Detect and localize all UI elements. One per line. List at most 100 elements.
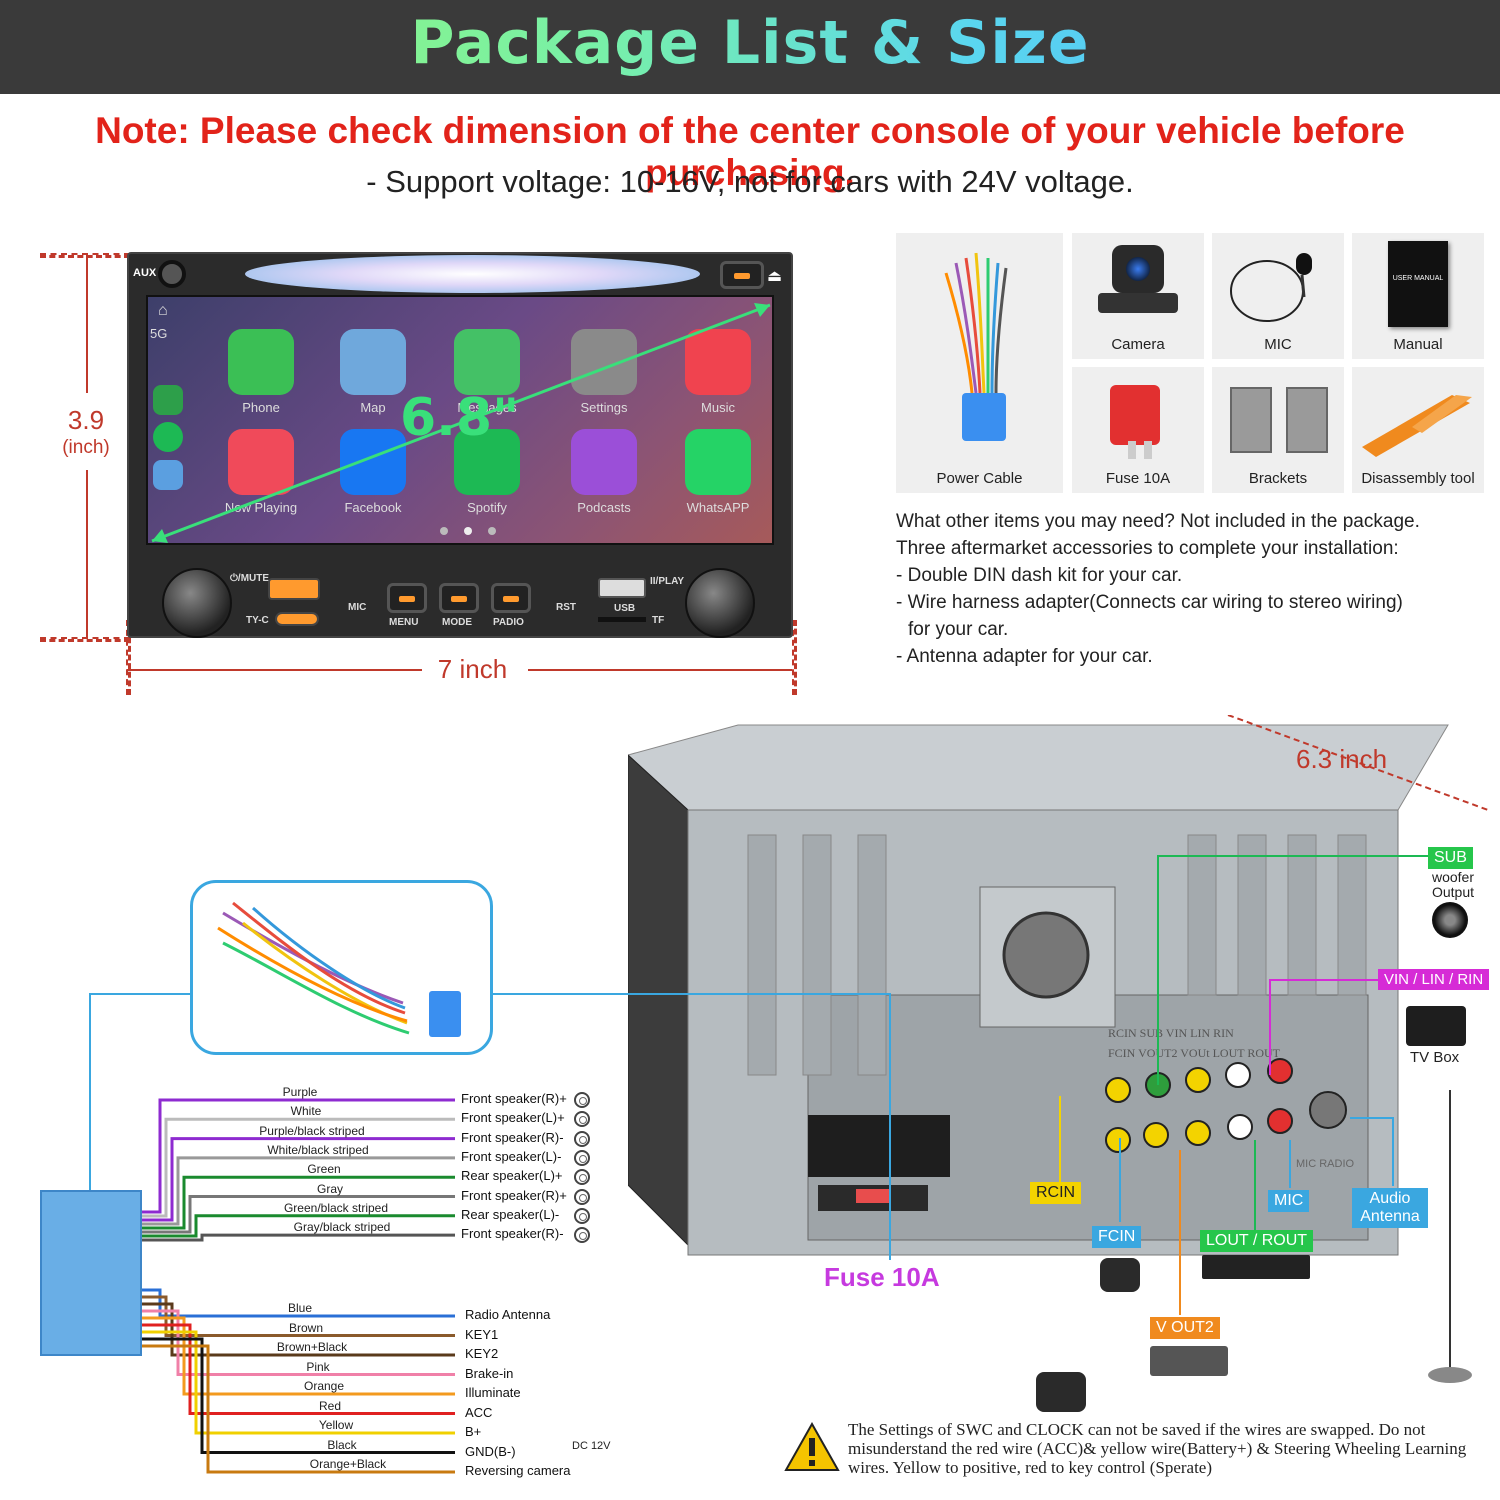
package-label: Brackets (1248, 470, 1308, 487)
maps-dock-icon (153, 460, 183, 490)
aux-port[interactable] (158, 260, 186, 288)
wire-line (142, 1330, 455, 1435)
usb-port-front[interactable] (268, 578, 320, 600)
app-label: Spotify (467, 500, 507, 515)
map-app-icon[interactable] (340, 329, 406, 395)
app-label: Facebook (344, 500, 402, 515)
package-label: MIC (1264, 336, 1292, 353)
mic-hole-label: MIC (348, 602, 367, 613)
wire-line (142, 1295, 455, 1337)
power-cable-icon (944, 252, 1008, 441)
manual-cover-title: USER MANUAL (1392, 275, 1444, 282)
now-playing-app-icon[interactable] (228, 429, 294, 495)
wire-line (142, 1214, 455, 1238)
sub-description: woofer Output (1431, 869, 1475, 900)
fuse-icon (1110, 385, 1160, 445)
manual-icon: USER MANUAL (1388, 241, 1448, 327)
wire-function-label: ACC (465, 1404, 493, 1420)
app-label: Messages (457, 400, 517, 415)
podcasts-app-icon[interactable] (571, 429, 637, 495)
app-label: Map (360, 400, 386, 415)
port-text-bottom: FCIN VOUT2 VOUt LOUT ROUT (1108, 1046, 1281, 1060)
app-label: Music (701, 400, 735, 415)
dim-width-line-right (528, 669, 792, 671)
spotify-app-icon[interactable] (454, 429, 520, 495)
eject-icon: ⏏ (767, 268, 783, 285)
dim-line-right (792, 620, 797, 695)
rear-chassis (628, 715, 1489, 1256)
vin-callout: VIN / LIN / RIN (1378, 969, 1490, 990)
warning-icon (784, 1422, 840, 1471)
messages-app-icon[interactable] (454, 329, 520, 395)
wire-line (142, 1233, 455, 1242)
usb-port[interactable] (598, 578, 646, 598)
tune-knob[interactable] (685, 568, 755, 638)
mute-label: ⏻/MUTE (230, 573, 270, 584)
wire-line (142, 1098, 455, 1214)
type-c-label: TY-C (246, 615, 269, 626)
app-label: Podcasts (577, 500, 631, 515)
menu-label: MENU (389, 617, 419, 628)
speaker-terminal-icon (574, 1169, 590, 1186)
speaker-terminal-icon (574, 1111, 590, 1128)
whatsapp-app-icon[interactable] (685, 429, 751, 495)
tf-slot[interactable] (598, 617, 646, 622)
speaker-terminal-icon (574, 1149, 590, 1166)
wire-color-label: Brown (288, 1320, 323, 1335)
wire-line (142, 1316, 455, 1396)
radio-button[interactable] (491, 583, 531, 613)
settings-app-icon[interactable] (571, 329, 637, 395)
aux-label: AUX (133, 267, 157, 279)
app-label: Settings (580, 400, 628, 415)
padio-label: PADIO (493, 617, 524, 628)
menu-button[interactable] (387, 583, 427, 613)
package-label: Power Cable (936, 470, 1023, 487)
usb-label: USB (614, 603, 636, 614)
wire-color-label: Pink (306, 1359, 330, 1374)
mode-label: MODE (442, 617, 472, 628)
wire-line (142, 1344, 455, 1474)
rca-cable-icon (1202, 1255, 1310, 1279)
signal-label: 5G (150, 326, 168, 341)
package-label: Disassembly tool (1361, 470, 1475, 487)
music-app-icon[interactable] (685, 329, 751, 395)
whatsapp-dock-icon (153, 385, 183, 415)
speaker-terminal-icon (574, 1092, 590, 1108)
phone-app-icon[interactable] (228, 329, 294, 395)
wire-color-label: Brown+Black (276, 1340, 348, 1354)
wire-line (142, 1337, 455, 1454)
mic-radio-text: MIC RADIO (1296, 1158, 1355, 1170)
home-icon: ⌂ (158, 302, 168, 319)
play-label: II/PLAY (650, 576, 685, 587)
needs-line: What other items you may need? Not inclu… (896, 511, 1420, 532)
wire-color-label: Yellow (318, 1418, 354, 1432)
port-text-top: RCIN SUB VIN LIN RIN (1108, 1026, 1234, 1040)
height-unit: (inch) (62, 437, 110, 458)
wire-color-label: Gray (316, 1181, 343, 1196)
wire-function-label: Front speaker(R)+ (461, 1091, 567, 1106)
package-label: Fuse 10A (1105, 470, 1171, 487)
wire-line (142, 1323, 455, 1415)
reset-label: RST (556, 602, 576, 613)
needs-line: - Wire harness adapter(Connects car wiri… (896, 592, 1403, 613)
facebook-app-icon[interactable] (340, 429, 406, 495)
spotify-dock-icon (153, 422, 183, 452)
wire-function-label: Rear speaker(L)- (461, 1206, 560, 1222)
package-item-mic: MIC (1212, 233, 1344, 359)
dim-width-line-left (127, 669, 422, 671)
rcin-callout: RCIN (1030, 1182, 1082, 1204)
pry-tool-icon (1362, 395, 1472, 457)
wire-function-label: Illuminate (465, 1385, 521, 1400)
lout-callout: LOUT / ROUT (1200, 1230, 1314, 1252)
mode-button[interactable] (439, 583, 479, 613)
volume-knob[interactable] (162, 568, 232, 638)
wire-color-label: Orange (303, 1379, 345, 1393)
fcin-callout: FCIN (1092, 1226, 1142, 1248)
subwoofer-icon (1432, 902, 1468, 938)
wire-color-label: Orange+Black (309, 1457, 387, 1471)
wire-color-label: Blue (287, 1301, 313, 1315)
eject-button[interactable] (720, 261, 764, 289)
wire-line (142, 1175, 455, 1230)
type-c-port[interactable] (275, 612, 319, 626)
depth-label: 6.3 inch (1296, 744, 1388, 774)
